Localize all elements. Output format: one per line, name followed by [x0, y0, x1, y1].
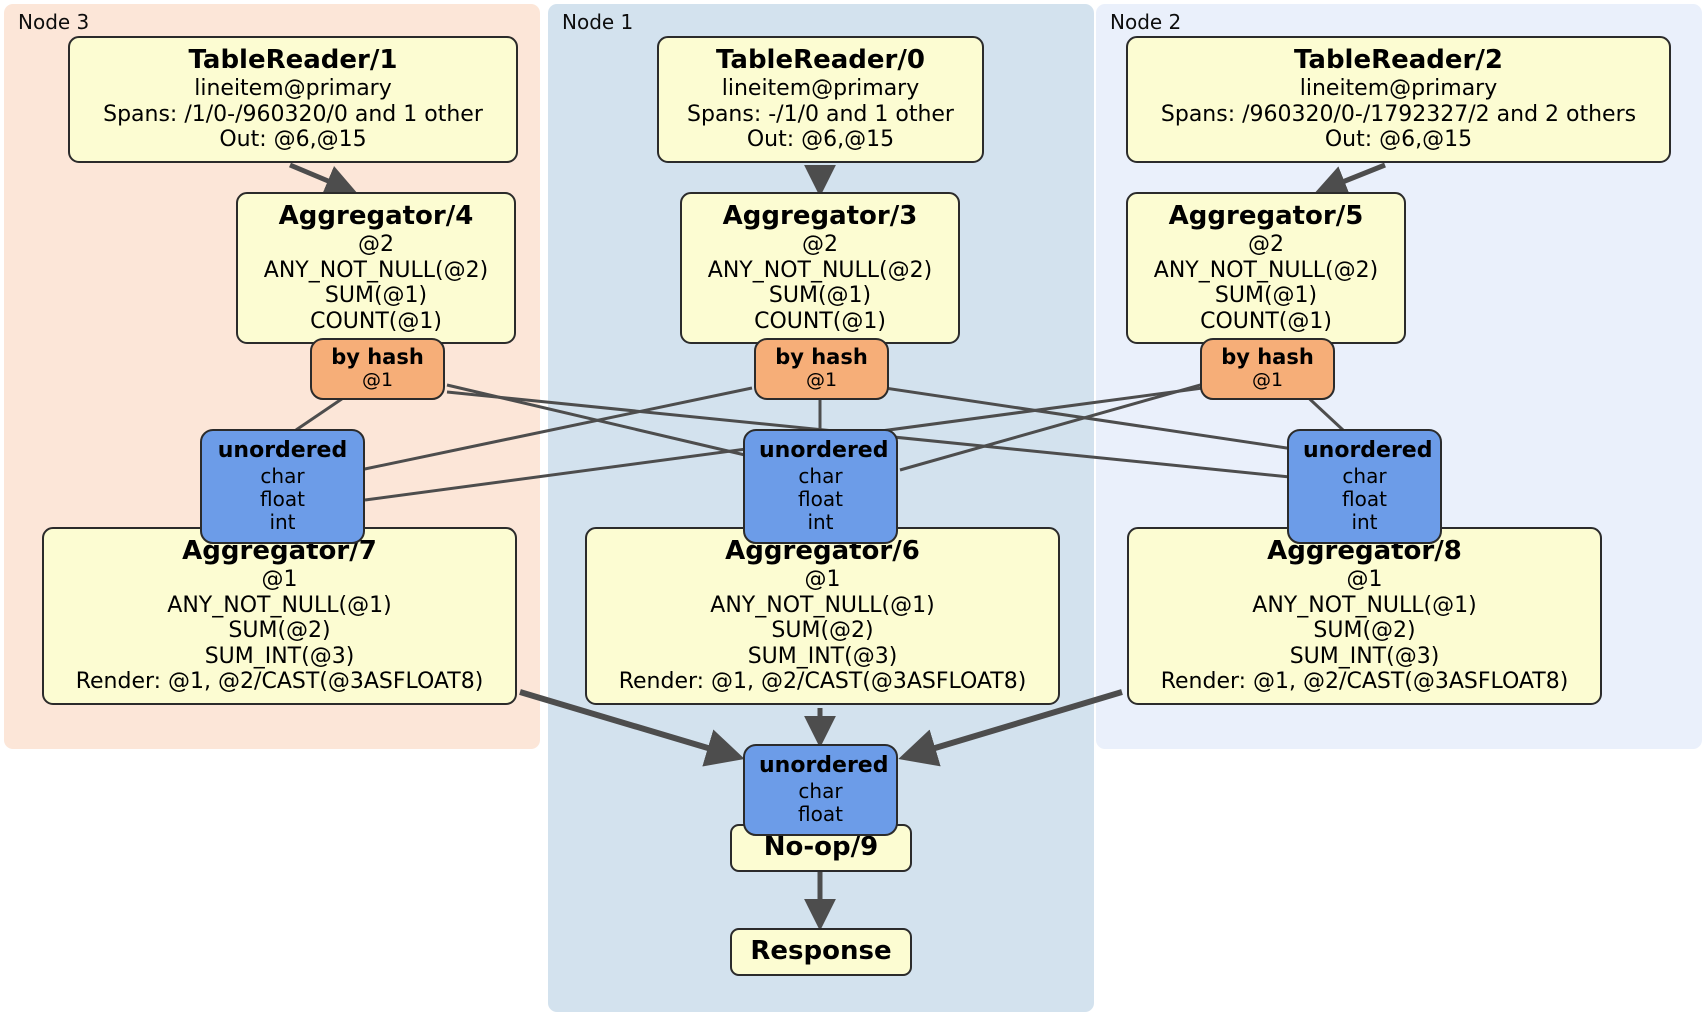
processor-line: Render: @1, @2/CAST(@3ASFLOAT8) — [618, 669, 1027, 695]
processor-title: Aggregator/5 — [1168, 201, 1364, 231]
router-line: @1 — [1251, 369, 1284, 392]
node-panel-label-node2: Node 2 — [1110, 10, 1182, 34]
processor-title: Response — [750, 936, 892, 966]
router-title: by hash — [1221, 345, 1314, 369]
processor-line: lineitem@primary — [721, 76, 920, 102]
processor-line: SUM(@2) — [228, 618, 331, 644]
processor-title: TableReader/2 — [1294, 45, 1503, 75]
synchronizer-title: unordered — [759, 753, 889, 778]
router-by-hash-right[interactable]: by hash @1 — [1200, 338, 1335, 401]
processor-line: SUM(@1) — [1214, 283, 1318, 309]
processor-response[interactable]: Response — [730, 928, 912, 977]
processor-line: ANY_NOT_NULL(@2) — [1153, 257, 1379, 283]
processor-tablereader-2[interactable]: TableReader/2 lineitem@primary Spans: /9… — [1126, 36, 1671, 163]
router-title: by hash — [775, 345, 868, 369]
synchronizer-line: char — [260, 463, 305, 488]
processor-line: COUNT(@1) — [754, 308, 886, 334]
processor-line: @1 — [1346, 567, 1383, 593]
processor-aggregator-7[interactable]: Aggregator/7 @1 ANY_NOT_NULL(@1) SUM(@2)… — [42, 527, 517, 705]
processor-line: SUM_INT(@3) — [204, 643, 355, 669]
processor-title: TableReader/0 — [716, 45, 925, 75]
processor-line: ANY_NOT_NULL(@1) — [1252, 592, 1477, 618]
processor-aggregator-8[interactable]: Aggregator/8 @1 ANY_NOT_NULL(@1) SUM(@2)… — [1127, 527, 1602, 705]
processor-line: ANY_NOT_NULL(@1) — [167, 592, 392, 618]
processor-line: SUM_INT(@3) — [1289, 643, 1440, 669]
processor-line: Out: @6,@15 — [746, 127, 895, 153]
processor-aggregator-3[interactable]: Aggregator/3 @2 ANY_NOT_NULL(@2) SUM(@1)… — [680, 192, 960, 345]
processor-title: TableReader/1 — [188, 45, 398, 75]
router-by-hash-mid[interactable]: by hash @1 — [754, 338, 889, 401]
synchronizer-line: int — [269, 509, 296, 534]
router-by-hash-left[interactable]: by hash @1 — [310, 338, 445, 401]
router-line: @1 — [361, 369, 394, 392]
synchronizer-line: float — [798, 486, 843, 511]
processor-line: COUNT(@1) — [310, 308, 442, 334]
synchronizer-line: int — [807, 509, 834, 534]
processor-line: Out: @6,@15 — [219, 127, 367, 153]
processor-line: COUNT(@1) — [1200, 308, 1332, 334]
processor-line: Render: @1, @2/CAST(@3ASFLOAT8) — [1160, 669, 1569, 695]
processor-line: Out: @6,@15 — [1324, 127, 1473, 153]
processor-line: ANY_NOT_NULL(@2) — [263, 257, 489, 283]
synchronizer-title: unordered — [1303, 438, 1433, 463]
processor-line: Spans: -/1/0 and 1 other — [687, 101, 954, 127]
synchronizer-line: float — [1342, 486, 1387, 511]
synchronizer-line: float — [260, 486, 305, 511]
processor-title: Aggregator/4 — [278, 201, 474, 231]
processor-line: Render: @1, @2/CAST(@3ASFLOAT8) — [75, 669, 484, 695]
processor-line: lineitem@primary — [194, 76, 392, 102]
processor-aggregator-4[interactable]: Aggregator/4 @2 ANY_NOT_NULL(@2) SUM(@1)… — [236, 192, 516, 345]
processor-line: SUM(@2) — [771, 618, 874, 644]
node-panel-label-node1: Node 1 — [562, 10, 634, 34]
processor-line: SUM(@1) — [768, 283, 872, 309]
processor-aggregator-5[interactable]: Aggregator/5 @2 ANY_NOT_NULL(@2) SUM(@1)… — [1126, 192, 1406, 345]
processor-line: @2 — [802, 232, 838, 258]
processor-line: @1 — [261, 567, 298, 593]
processor-tablereader-0[interactable]: TableReader/0 lineitem@primary Spans: -/… — [657, 36, 984, 163]
processor-line: ANY_NOT_NULL(@1) — [710, 592, 935, 618]
synchronizer-line: int — [1351, 509, 1378, 534]
router-title: by hash — [331, 345, 424, 369]
processor-line: lineitem@primary — [1299, 76, 1498, 102]
processor-aggregator-6[interactable]: Aggregator/6 @1 ANY_NOT_NULL(@1) SUM(@2)… — [585, 527, 1060, 705]
processor-title: Aggregator/3 — [722, 201, 918, 231]
synchronizer-title: unordered — [217, 438, 348, 463]
synchronizer-unordered-final[interactable]: unordered char float — [743, 744, 898, 836]
processor-line: Spans: /1/0-/960320/0 and 1 other — [103, 101, 483, 127]
processor-line: @1 — [804, 567, 841, 593]
synchronizer-unordered-mid[interactable]: unordered char float int — [743, 429, 898, 545]
processor-line: @2 — [1248, 232, 1284, 258]
synchronizer-title: unordered — [759, 438, 889, 463]
synchronizer-line: char — [798, 778, 843, 803]
processor-line: ANY_NOT_NULL(@2) — [707, 257, 933, 283]
processor-line: SUM(@1) — [324, 283, 428, 309]
router-line: @1 — [805, 369, 838, 392]
processor-title: No-op/9 — [763, 832, 879, 862]
node-panel-label-node3: Node 3 — [18, 10, 90, 34]
synchronizer-unordered-left[interactable]: unordered char float int — [200, 429, 365, 545]
synchronizer-line: float — [798, 801, 843, 826]
processor-line: SUM(@2) — [1313, 618, 1416, 644]
synchronizer-line: char — [1342, 463, 1387, 488]
synchronizer-unordered-right[interactable]: unordered char float int — [1287, 429, 1442, 545]
processor-line: Spans: /960320/0-/1792327/2 and 2 others — [1160, 101, 1637, 127]
processor-tablereader-1[interactable]: TableReader/1 lineitem@primary Spans: /1… — [68, 36, 518, 163]
processor-line: @2 — [358, 232, 394, 258]
synchronizer-line: char — [798, 463, 843, 488]
processor-line: SUM_INT(@3) — [747, 643, 898, 669]
